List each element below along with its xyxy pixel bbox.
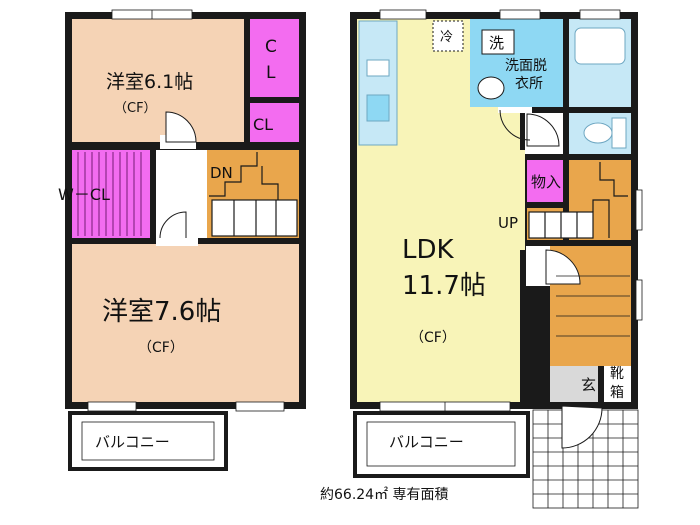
fridge-label: 冷 <box>440 30 453 45</box>
right-floor: 冷 洗 洗面脱 衣所 物入 UP LDK 11.7帖 （CF） 玄 靴 箱 バル… <box>350 9 643 509</box>
front-door <box>561 405 603 449</box>
shoe-box-label-2: 箱 <box>610 385 624 401</box>
walk-in-closet-hangers <box>77 152 142 236</box>
closet-small <box>250 103 299 142</box>
closet-small-label: CL <box>253 115 273 134</box>
ldk-floor: （CF） <box>410 330 456 346</box>
entrance <box>550 366 598 402</box>
balcony-right <box>353 411 530 478</box>
windows-right <box>379 9 643 412</box>
washer-box <box>481 29 515 55</box>
balcony-left-label: バルコニー <box>95 433 170 451</box>
stairs-dn-label: DN <box>210 164 233 182</box>
left-floor: 洋室6.1帖 （CF） C L CL W－CL DN 洋室7.6帖 （CF） バ… <box>58 9 306 471</box>
closet-large-label-c: C <box>265 37 277 57</box>
kitchen-counter <box>358 20 398 146</box>
stair-steps-up <box>528 162 628 239</box>
shoe-box <box>604 366 631 402</box>
stair-steps <box>209 152 298 237</box>
shoe-box-label-1: 靴 <box>610 366 624 382</box>
stairs-up-label: UP <box>498 214 518 232</box>
fridge-space <box>432 20 464 52</box>
washbasin <box>477 76 505 100</box>
entrance-label: 玄 <box>581 376 596 394</box>
area-footer: 約66.24㎡ 専有面積 <box>320 487 449 503</box>
ldk-name: LDK <box>402 235 455 265</box>
dressing-room-label-2: 衣所 <box>515 76 543 92</box>
balcony-right-label: バルコニー <box>389 433 464 451</box>
storage <box>527 160 563 202</box>
bedroom-6-1-name: 洋室6.1帖 <box>106 71 193 93</box>
bedroom-7-6 <box>72 244 299 402</box>
walk-in-closet-label: W－CL <box>58 185 110 204</box>
bedroom-7-6-name: 洋室7.6帖 <box>102 297 221 327</box>
closet-large-label-l: L <box>266 63 276 83</box>
doors-left <box>156 111 198 246</box>
bedroom-6-1 <box>72 19 244 142</box>
ldk-size: 11.7帖 <box>402 271 486 301</box>
dressing-room-label-1: 洗面脱 <box>505 58 547 74</box>
storage-label: 物入 <box>531 173 561 191</box>
closet-large <box>250 19 299 97</box>
windows-left <box>87 9 285 412</box>
bedroom-7-6-floor: （CF） <box>138 340 184 356</box>
washer-label: 洗 <box>489 34 504 52</box>
bedroom-6-1-floor: （CF） <box>114 101 157 116</box>
